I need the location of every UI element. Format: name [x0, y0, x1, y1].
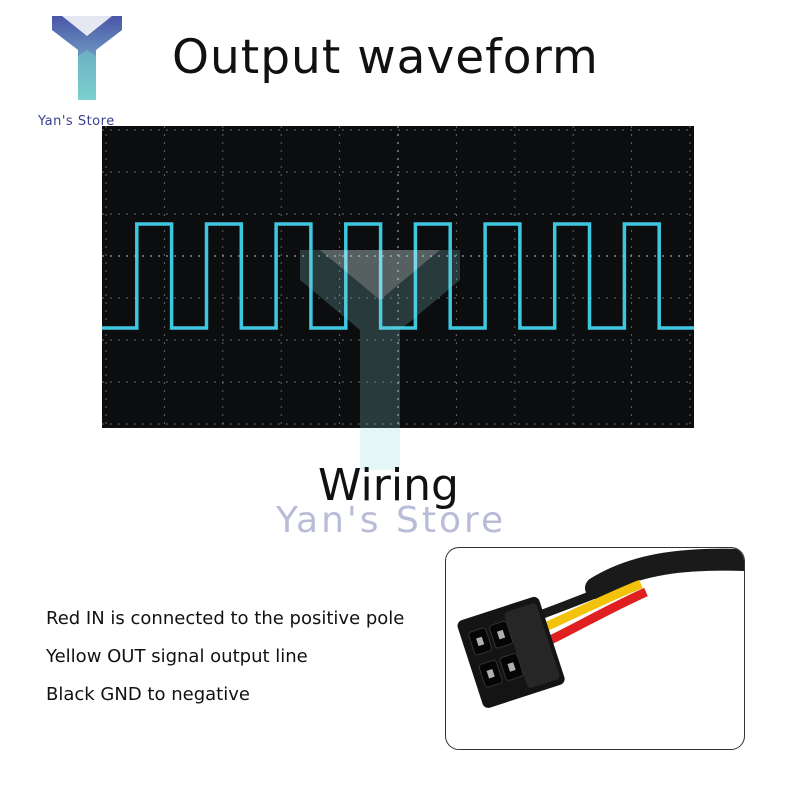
brand-logo: Yan's Store [30, 16, 140, 129]
connector-photo [445, 547, 745, 750]
watermark-logo-icon [300, 250, 460, 470]
waveform-trace [102, 222, 694, 330]
wiring-line-black: Black GND to negative [46, 684, 250, 705]
watermark-text: Yan's Store [276, 500, 507, 541]
wiring-line-red: Red IN is connected to the positive pole [46, 608, 405, 629]
wiring-title: Wiring [318, 460, 459, 511]
logo-text: Yan's Store [38, 114, 115, 129]
wiring-list: Red IN is connected to the positive pole… [46, 606, 404, 720]
waveform-title: Output waveform [172, 30, 599, 85]
waveform-plot [102, 126, 694, 428]
store-logo-icon [52, 16, 122, 100]
wiring-line-yellow: Yellow OUT signal output line [46, 646, 308, 667]
oscilloscope-screen [102, 126, 694, 428]
connector-illustration [457, 548, 744, 708]
